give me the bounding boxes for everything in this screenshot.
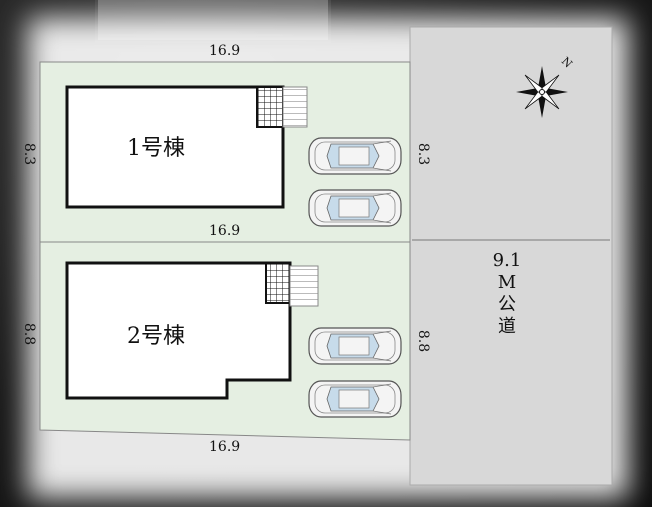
lot1-bottom-width: 16.9	[209, 223, 241, 239]
car-lot2-a	[308, 327, 402, 365]
road-area	[409, 26, 613, 486]
car-lot2-b	[308, 380, 402, 418]
lot1-right-depth: 8.3	[415, 142, 432, 166]
building-2-label: 2号棟	[127, 324, 185, 349]
building-2-stair-grid	[265, 262, 291, 304]
road-label-road: 道	[498, 316, 516, 337]
building-1-steps	[282, 86, 308, 128]
road-label-m: M	[497, 272, 517, 293]
lot2-left-depth: 8.8	[21, 322, 38, 346]
road-label-public: 公	[498, 294, 516, 315]
road-width: 9.1	[492, 250, 522, 271]
car-lot1-b	[308, 189, 402, 227]
road-width-label: 9.1 M 公 道	[482, 250, 532, 338]
lot2-bottom-width: 16.9	[209, 439, 241, 455]
building-1	[65, 85, 285, 209]
lot1-left-depth: 8.3	[21, 142, 38, 166]
building-1-stair-grid	[256, 86, 284, 128]
building-2-steps	[289, 265, 319, 307]
compass-icon	[516, 66, 568, 118]
lot1-top-width: 16.9	[209, 43, 241, 59]
car-lot1-a	[308, 137, 402, 175]
lot2-right-depth: 8.8	[415, 329, 432, 353]
building-1-label: 1号棟	[127, 136, 185, 161]
